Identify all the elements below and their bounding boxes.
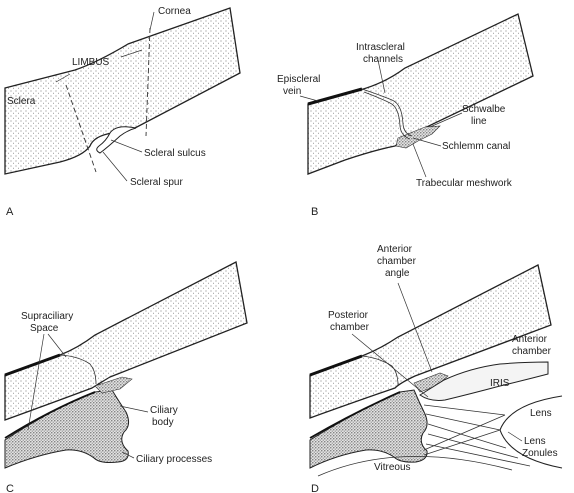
sclera-cornea-wall-d <box>309 264 552 419</box>
ciliary-body-d <box>309 389 428 469</box>
supraciliary-line-d <box>309 391 401 439</box>
panel-letter-b: B <box>311 206 318 218</box>
limbus-dashed-line-right <box>145 27 151 137</box>
trabecular-meshwork-region <box>395 125 441 149</box>
label-trabecular: Trabecular meshwork <box>416 178 513 189</box>
label-intrascleral-1: Intrascleral <box>356 42 405 53</box>
ciliary-processes-leader <box>121 451 135 459</box>
supraciliary-leader-1 <box>47 333 67 358</box>
episcleral-leader <box>299 95 319 102</box>
lens-leader <box>507 431 523 442</box>
scleral-sulcus-notch <box>96 126 137 154</box>
label-limbus: LIMBUS <box>72 57 110 68</box>
label-iris: IRIS <box>490 378 510 389</box>
label-ciliary-body-1: Ciliary <box>150 405 178 416</box>
panel-a: Cornea LIMBUS Sclera Scleral sulcus Scle… <box>4 6 241 218</box>
limbus-dashed-line-left <box>65 84 97 173</box>
intrascleral-channel-c <box>59 354 97 385</box>
panel-letter-a: A <box>6 206 14 218</box>
label-angle-3: angle <box>385 268 410 279</box>
label-supraciliary-1: Supraciliary <box>21 311 73 322</box>
intrascleral-channel-d <box>361 355 399 386</box>
panel-d: Anterior chamber angle Posterior chamber… <box>309 244 563 493</box>
cornea-leader <box>149 11 155 31</box>
label-schlemm: Schlemm canal <box>442 141 510 152</box>
spur-leader <box>102 151 128 182</box>
label-angle-2: chamber <box>377 256 417 267</box>
label-anterior-1: Anterior <box>512 334 548 345</box>
limbus-arrow-left <box>55 73 71 83</box>
episcleral-vein-c <box>4 353 61 377</box>
trabecular-leader <box>412 143 427 178</box>
label-lens-1: Lens <box>530 408 552 419</box>
angle-leader <box>397 282 433 373</box>
label-scleral-sulcus: Scleral sulcus <box>144 148 206 159</box>
label-angle-1: Anterior <box>377 244 413 255</box>
supraciliary-leader-2 <box>27 333 45 431</box>
label-zonules: Zonules <box>522 448 558 459</box>
sulcus-leader <box>110 139 143 153</box>
episcleral-vein <box>307 87 363 106</box>
panel-letter-d: D <box>311 483 319 493</box>
panel-letter-c: C <box>6 483 14 493</box>
schlemm-leader <box>412 137 442 147</box>
trabecular-meshwork-region-c <box>94 376 133 394</box>
label-lens-2: Lens <box>524 436 546 447</box>
posterior-chamber-leader <box>351 333 429 398</box>
iris <box>419 361 549 401</box>
label-supraciliary-2: Space <box>30 323 59 334</box>
intrascleral-channel <box>361 88 413 137</box>
schwalbe-leader <box>429 112 463 128</box>
ciliary-body-leader <box>119 405 149 413</box>
label-ciliary-processes: Ciliary processes <box>136 454 212 465</box>
label-posterior-2: chamber <box>330 322 370 333</box>
intrascleral-leader <box>377 59 386 94</box>
sclera-cornea-wall-b <box>307 13 534 175</box>
sclera-cornea-wall-c <box>4 261 248 421</box>
label-episcleral-1: Episcleral <box>277 74 320 85</box>
label-scleral-spur: Scleral spur <box>130 177 183 188</box>
label-schwalbe-2: line <box>471 116 487 127</box>
vitreous-boundary <box>317 455 513 477</box>
label-episcleral-2: vein <box>283 86 301 97</box>
sclera-cornea-wall <box>4 7 241 175</box>
supraciliary-space-line <box>4 391 96 439</box>
intrascleral-channel-inner <box>363 91 411 140</box>
label-schwalbe-1: Schwalbe <box>462 104 506 115</box>
label-sclera: Sclera <box>7 96 36 107</box>
episcleral-vein-d <box>309 354 363 377</box>
label-vitreous: Vitreous <box>374 462 411 473</box>
label-intrascleral-2: channels <box>363 54 403 65</box>
label-anterior-2: chamber <box>512 346 552 357</box>
zonules <box>423 404 531 467</box>
limbus-arrow-right <box>120 49 143 58</box>
label-cornea: Cornea <box>158 6 191 17</box>
label-posterior-1: Posterior <box>328 310 369 321</box>
panel-b: Intrascleral channels Episcleral vein Sc… <box>277 13 534 218</box>
label-ciliary-body-2: body <box>152 417 174 428</box>
panel-c: Supraciliary Space Ciliary body Ciliary … <box>4 261 248 493</box>
